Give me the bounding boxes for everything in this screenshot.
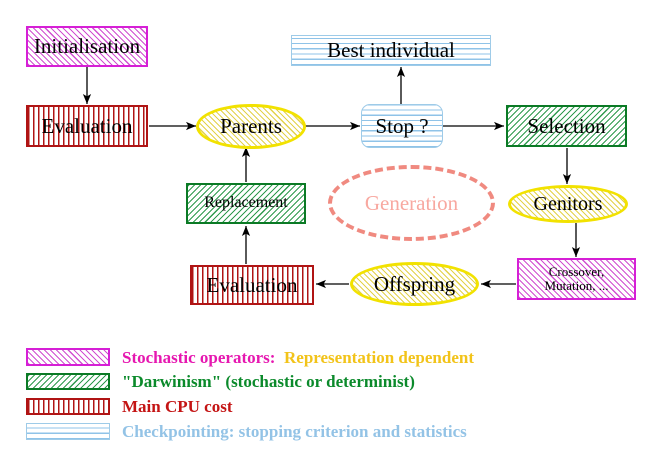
node-evaluation-bottom[interactable]: Evaluation [190,265,314,305]
node-generation-annotation: Generation [328,165,495,241]
node-evaluation-bottom-label: Evaluation [206,272,298,297]
node-replacement-label: Replacement [204,194,288,212]
legend-label-checkpointing: Checkpointing: stopping criterion and st… [122,422,467,441]
node-initialisation[interactable]: Initialisation [26,26,148,67]
legend-label-darwinism: "Darwinism" (stochastic or determinist) [122,372,415,391]
node-offspring[interactable]: Offspring [350,262,479,306]
node-parents-label: Parents [220,114,282,139]
node-genitors-label: Genitors [533,192,603,215]
legend-swatch-darwinism [26,373,110,390]
legend-label-main-cpu-cost: Main CPU cost [122,397,233,416]
node-crossover-mutation[interactable]: Crossover, Mutation, ... [517,258,636,300]
node-genitors[interactable]: Genitors [508,185,628,223]
node-stop[interactable]: Stop ? [361,104,443,148]
node-generation-label: Generation [364,190,459,215]
legend-swatch-checkpointing [26,423,110,440]
node-evaluation-top-label: Evaluation [41,113,133,138]
node-offspring-label: Offspring [373,271,456,296]
node-best-individual[interactable]: Best individual [291,35,491,66]
legend-swatch-stochastic-operators [26,348,110,366]
node-replacement[interactable]: Replacement [186,183,306,224]
node-evaluation-top[interactable]: Evaluation [26,105,148,147]
node-selection-label: Selection [527,113,606,138]
node-best-individual-label: Best individual [327,38,455,63]
node-initialisation-label: Initialisation [33,34,141,59]
node-stop-label: Stop ? [375,113,429,138]
node-selection[interactable]: Selection [506,105,627,147]
legend-swatch-main-cpu-cost [26,398,110,415]
legend-label-stochastic-operators: Stochastic operators: [122,348,276,367]
node-parents[interactable]: Parents [196,104,306,149]
node-crossover-mutation-label: Crossover, Mutation, ... [544,264,609,293]
legend-label-representation-dependent: Representation dependent [284,348,474,367]
